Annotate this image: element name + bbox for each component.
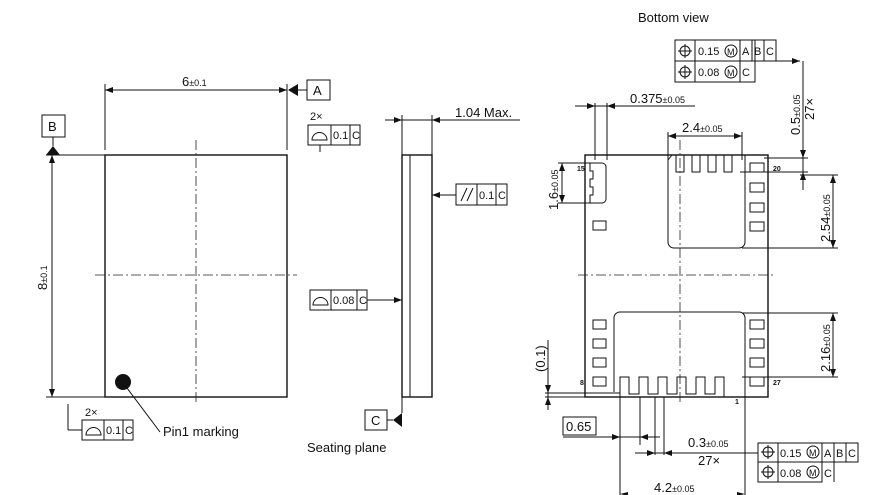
- profile-surface-icon: [85, 427, 102, 436]
- datum-a: A: [313, 83, 322, 98]
- top-view: 6±0.1 A B 8±0.1 2× 0.1 C 2×: [35, 74, 361, 441]
- datum-c: C: [371, 413, 380, 428]
- position-icon: [761, 445, 775, 459]
- svg-text:C: C: [498, 190, 506, 202]
- dim-42: 4.2±0.05: [654, 480, 695, 495]
- svg-text:A: A: [742, 46, 750, 58]
- side-view: 1.04 Max. 0.1 C 0.08 C C Seating plane: [307, 105, 520, 455]
- dim-24: 2.4±0.05: [682, 120, 723, 135]
- fcf-top: 0.15 M A B C 0.08 M C: [674, 39, 800, 83]
- dim-216: 2.16±0.05: [818, 324, 833, 372]
- height-dimension: 8±0.1: [35, 265, 50, 290]
- svg-text:C: C: [766, 46, 774, 58]
- bottom-view-title: Bottom view: [638, 10, 709, 25]
- svg-text:2×: 2×: [310, 111, 323, 123]
- svg-text:C: C: [824, 468, 832, 480]
- dim-16: 1.6±0.05: [546, 169, 561, 210]
- svg-text:0.08: 0.08: [780, 468, 801, 480]
- thickness-dimension: 1.04 Max.: [455, 105, 512, 120]
- svg-text:B: B: [754, 46, 761, 58]
- datum-b: B: [48, 119, 57, 134]
- position-icon: [678, 44, 692, 58]
- svg-text:M: M: [727, 47, 735, 57]
- svg-text:0.15: 0.15: [780, 448, 801, 460]
- fcf-bottom: 0.15 M A B C 0.08 M C: [757, 442, 859, 483]
- svg-text:C: C: [125, 425, 133, 437]
- dim-05: 0.5±0.05: [788, 94, 803, 135]
- seating-plane-label: Seating plane: [307, 440, 387, 455]
- parallelism-icon: [460, 187, 474, 202]
- dim-01: (0.1): [533, 345, 548, 372]
- dim-254: 2.54±0.05: [818, 194, 833, 242]
- svg-text:M: M: [809, 448, 817, 458]
- position-icon: [678, 65, 692, 79]
- svg-text:0.1: 0.1: [333, 130, 348, 142]
- profile-surface-icon: [311, 132, 328, 141]
- pitch-dimension: 0.65: [566, 419, 591, 434]
- svg-text:0.1: 0.1: [106, 425, 121, 437]
- svg-text:0.1: 0.1: [479, 190, 494, 202]
- svg-text:15: 15: [577, 166, 585, 173]
- svg-text:27: 27: [773, 380, 781, 387]
- svg-text:27×: 27×: [802, 98, 817, 120]
- svg-text:C: C: [352, 130, 360, 142]
- pin1-label: Pin1 marking: [163, 424, 239, 439]
- svg-text:M: M: [727, 68, 735, 78]
- svg-text:0.08: 0.08: [333, 295, 354, 307]
- pin1-dot: [115, 374, 131, 390]
- svg-text:27×: 27×: [698, 453, 720, 468]
- width-dimension: 6±0.1: [182, 74, 207, 89]
- bottom-view: Bottom view 15 20 8 27 1: [533, 10, 859, 495]
- top-profile-frame: 0.1 C: [307, 124, 361, 152]
- svg-text:0.15: 0.15: [698, 46, 719, 58]
- svg-text:20: 20: [773, 166, 781, 173]
- dim-0375: 0.375±0.05: [630, 91, 685, 106]
- svg-text:C: C: [848, 448, 856, 460]
- svg-text:0.08: 0.08: [698, 67, 719, 79]
- position-icon: [761, 465, 775, 479]
- bottom-profile-frame: 0.1 C: [67, 404, 134, 441]
- dim-03: 0.3±0.05: [688, 435, 729, 450]
- svg-text:M: M: [809, 468, 817, 478]
- parallelism-frame: 0.1 C: [432, 183, 508, 206]
- svg-text:2×: 2×: [85, 407, 98, 419]
- flatness-frame: 0.08 C: [309, 289, 402, 311]
- svg-text:B: B: [836, 448, 843, 460]
- svg-text:8: 8: [580, 380, 584, 387]
- svg-text:A: A: [824, 448, 832, 460]
- svg-text:C: C: [742, 67, 750, 79]
- svg-text:1: 1: [735, 399, 739, 406]
- left-pads: [592, 220, 607, 387]
- svg-text:C: C: [359, 295, 367, 307]
- profile-surface-icon: [312, 297, 329, 306]
- right-pads: [749, 162, 765, 387]
